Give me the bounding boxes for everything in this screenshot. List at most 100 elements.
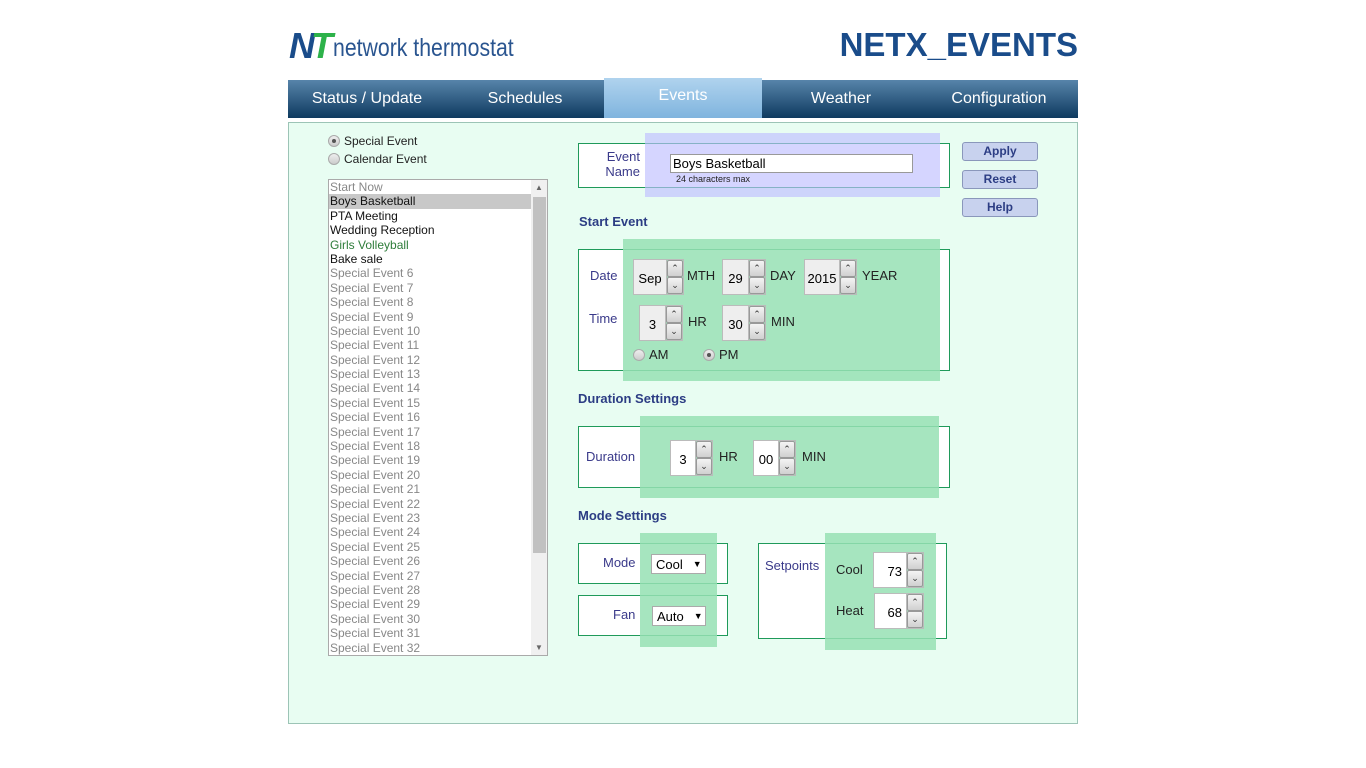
chevron-up-icon[interactable]: ⌃ [749, 260, 765, 277]
event-list-item[interactable]: Special Event 30 [330, 611, 421, 626]
heat-setpoint-spinner[interactable]: 68⌃⌄ [874, 593, 924, 629]
logo: NT network thermostat [289, 27, 546, 64]
chevron-up-icon[interactable]: ⌃ [840, 260, 856, 277]
chevron-up-icon[interactable]: ⌃ [749, 306, 765, 323]
tab-schedules[interactable]: Schedules [487, 90, 563, 107]
hour-spinner[interactable]: 3⌃⌄ [639, 305, 683, 341]
scroll-up-icon[interactable]: ▲ [535, 183, 543, 192]
apply-button[interactable]: Apply [962, 142, 1038, 161]
event-list-item[interactable]: Special Event 31 [330, 626, 421, 641]
chevron-up-icon[interactable]: ⌃ [779, 441, 795, 458]
day-spinner[interactable]: 29⌃⌄ [722, 259, 766, 295]
chevron-down-icon[interactable]: ⌄ [696, 458, 712, 475]
duration-heading: Duration Settings [578, 391, 687, 406]
event-list-item[interactable]: Special Event 32 [330, 640, 421, 655]
chevron-down-icon[interactable]: ⌄ [840, 277, 856, 294]
duration-hours-value[interactable]: 3 [670, 440, 696, 476]
event-list-item[interactable]: Start Now [330, 180, 383, 194]
event-list-item[interactable]: Special Event 25 [330, 539, 421, 554]
day-value[interactable]: 29 [722, 259, 749, 295]
chevron-down-icon[interactable]: ⌄ [907, 611, 923, 628]
minute-spinner[interactable]: 30⌃⌄ [722, 305, 766, 341]
page-title: NETX_EVENTS [839, 26, 1078, 63]
chevron-up-icon[interactable]: ⌃ [667, 260, 683, 277]
event-list-item[interactable]: Special Event 16 [330, 410, 421, 425]
event-list-item[interactable]: Special Event 20 [330, 467, 421, 482]
radio-label: PM [719, 347, 739, 362]
year-spinner[interactable]: 2015⌃⌄ [804, 259, 857, 295]
event-list-item[interactable]: Special Event 28 [330, 582, 421, 597]
chevron-up-icon[interactable]: ⌃ [696, 441, 712, 458]
event-list-item[interactable]: Special Event 29 [330, 597, 421, 612]
event-list-item[interactable]: Special Event 18 [330, 439, 421, 454]
event-list-item[interactable]: Special Event 17 [330, 424, 421, 439]
event-list-item[interactable]: Girls Volleyball [330, 237, 409, 252]
event-list-item[interactable]: Special Event 11 [330, 338, 420, 353]
event-list-item[interactable]: Bake sale [330, 251, 383, 266]
event-name-input[interactable] [670, 154, 913, 173]
event-list-item[interactable]: Special Event 13 [330, 367, 421, 382]
heat-label: Heat [836, 603, 864, 618]
reset-button[interactable]: Reset [962, 170, 1038, 189]
chevron-down-icon[interactable]: ⌄ [779, 458, 795, 475]
cool-setpoint-value[interactable]: 73 [873, 552, 907, 588]
cool-setpoint-spinner[interactable]: 73⌃⌄ [873, 552, 924, 588]
chevron-down-icon[interactable]: ⌄ [666, 323, 682, 340]
tab-configuration[interactable]: Configuration [951, 90, 1047, 107]
event-list-item[interactable]: PTA Meeting [330, 208, 398, 223]
scrollbar-thumb[interactable] [533, 197, 546, 553]
event-list-item[interactable]: Special Event 7 [330, 280, 414, 295]
month-spinner[interactable]: Sep⌃⌄ [633, 259, 684, 295]
event-list-item[interactable]: Special Event 15 [330, 395, 421, 410]
event-list-item[interactable]: Special Event 8 [330, 295, 414, 310]
minute-value[interactable]: 30 [722, 305, 749, 341]
event-list-item[interactable]: Special Event 6 [330, 266, 414, 281]
duration-hours-spinner[interactable]: 3⌃⌄ [670, 440, 713, 476]
scroll-down-icon[interactable]: ▼ [535, 643, 543, 652]
tab-status-update[interactable]: Status / Update [311, 90, 423, 107]
fan-select[interactable]: Auto▼ [652, 606, 706, 626]
event-list-item[interactable]: Special Event 12 [330, 352, 421, 367]
mode-select[interactable]: Cool▼ [651, 554, 706, 574]
event-list-item[interactable]: Special Event 19 [330, 453, 421, 468]
event-name-hint: 24 characters max [676, 174, 751, 184]
chevron-down-icon[interactable]: ⌄ [749, 277, 765, 294]
event-list-item[interactable]: Special Event 21 [330, 482, 421, 497]
event-list-item[interactable]: Special Event 9 [330, 309, 414, 324]
chevron-down-icon[interactable]: ⌄ [907, 570, 923, 587]
heat-setpoint-value[interactable]: 68 [874, 593, 907, 629]
duration-label: Duration [586, 449, 636, 464]
event-list-item[interactable]: Special Event 23 [330, 510, 421, 525]
radio-calendar-event[interactable]: Calendar Event [328, 152, 427, 166]
event-list-item[interactable]: Wedding Reception [330, 223, 435, 238]
chevron-up-icon[interactable]: ⌃ [907, 594, 923, 611]
radio-am[interactable]: AM [633, 347, 669, 362]
month-value[interactable]: Sep [633, 259, 667, 295]
chevron-down-icon[interactable]: ⌄ [749, 323, 765, 340]
chevron-down-icon[interactable]: ⌄ [667, 277, 683, 294]
event-list-item[interactable]: Special Event 27 [330, 568, 421, 583]
event-list-item[interactable]: Special Event 10 [330, 323, 421, 338]
radio-icon [328, 153, 340, 165]
hour-value[interactable]: 3 [639, 305, 666, 341]
event-list-item[interactable]: Special Event 24 [330, 525, 421, 540]
chevron-up-icon[interactable]: ⌃ [907, 553, 923, 570]
year-value[interactable]: 2015 [804, 259, 840, 295]
duration-minutes-value[interactable]: 00 [753, 440, 779, 476]
start-event-heading: Start Event [579, 214, 648, 229]
radio-pm[interactable]: PM [703, 347, 739, 362]
scrollbar[interactable]: ▲ ▼ [531, 180, 547, 655]
radio-special-event[interactable]: Special Event [328, 134, 417, 148]
time-label: Time [589, 311, 618, 326]
event-list-item[interactable]: Special Event 14 [330, 381, 421, 396]
help-button[interactable]: Help [962, 198, 1038, 217]
tab-events[interactable]: Events [604, 78, 762, 118]
duration-minutes-spinner[interactable]: 00⌃⌄ [753, 440, 796, 476]
event-list-item[interactable]: Boys Basketball [329, 194, 531, 209]
tab-weather[interactable]: Weather [810, 90, 872, 107]
chevron-up-icon[interactable]: ⌃ [666, 306, 682, 323]
event-list-item[interactable]: Special Event 22 [330, 496, 421, 511]
dropdown-arrow-icon: ▼ [693, 611, 703, 621]
event-list-item[interactable]: Special Event 26 [330, 554, 421, 569]
